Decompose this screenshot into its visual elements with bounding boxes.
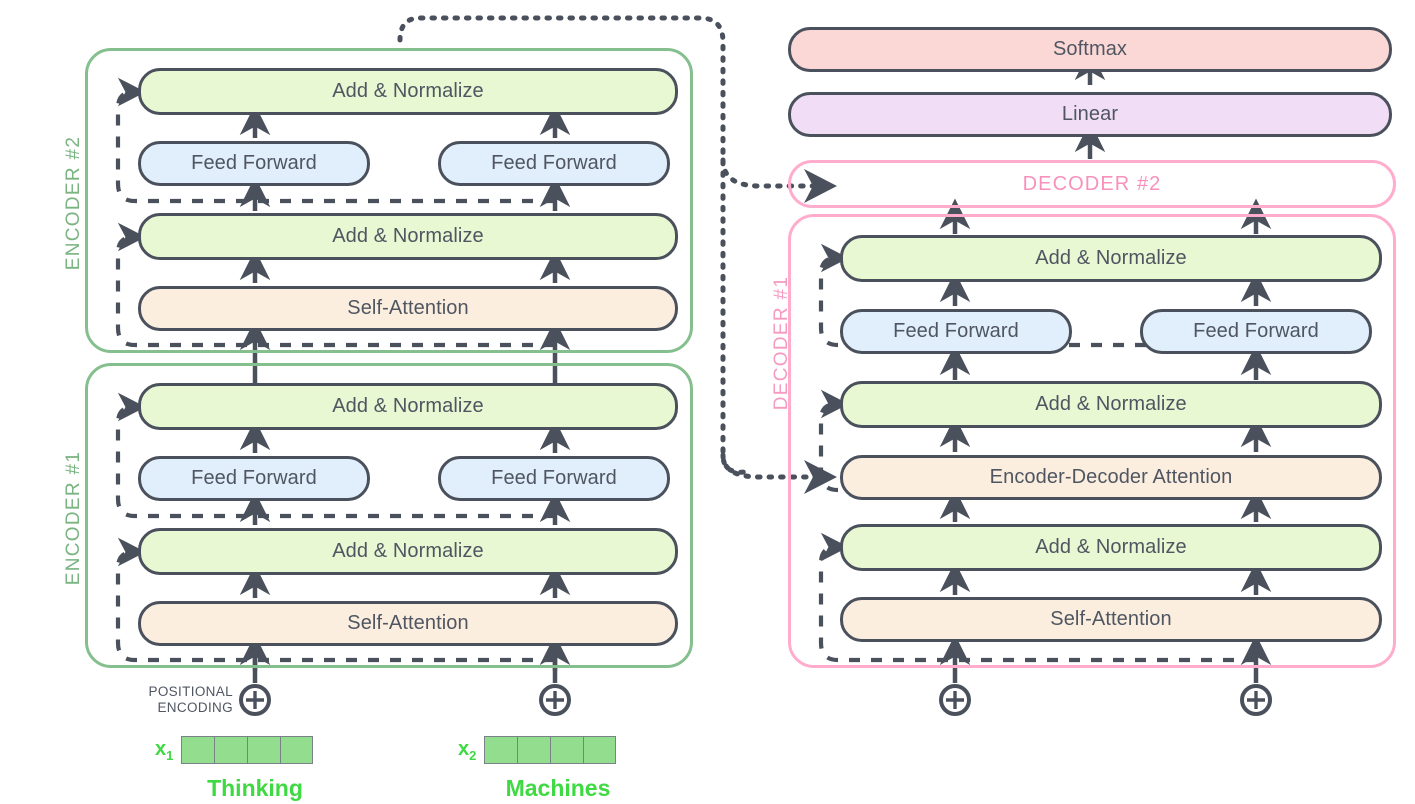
embedding-label-x2: x2 <box>458 737 477 763</box>
embedding-cell <box>280 736 314 764</box>
positional-encoding-adder <box>539 684 571 716</box>
decoder1-self-attention[interactable]: Self-Attention <box>840 597 1382 642</box>
encoder1-self-attention[interactable]: Self-Attention <box>138 601 678 646</box>
encoder-1-label: ENCODER #1 <box>63 450 84 586</box>
positional-encoding-adder <box>239 684 271 716</box>
embedding-cell <box>484 736 518 764</box>
embedding-cells-x2 <box>484 736 617 764</box>
embedding-cell <box>181 736 215 764</box>
encoder-block-2 <box>85 48 693 353</box>
encoder-block-1 <box>85 363 693 668</box>
decoder1-add-normalize-top[interactable]: Add & Normalize <box>840 235 1382 282</box>
positional-encoding-adder <box>1240 684 1272 716</box>
positional-encoding-line1: POSITIONAL <box>148 684 233 699</box>
embedding-cell <box>517 736 551 764</box>
decoder1-encoder-decoder-attention[interactable]: Encoder-Decoder Attention <box>840 455 1382 500</box>
embedding-row-token2: x2 <box>458 736 617 764</box>
encoder2-add-normalize-bottom[interactable]: Add & Normalize <box>138 213 678 260</box>
decoder-2-label: DECODER #2 <box>1022 173 1162 195</box>
positional-encoding-label: POSITIONAL ENCODING <box>138 684 233 715</box>
embedding-row-token1: x1 <box>155 736 314 764</box>
input-word-2: Machines <box>505 775 611 801</box>
positional-encoding-line2: ENCODING <box>157 699 233 715</box>
encoder2-feed-forward-left[interactable]: Feed Forward <box>138 141 370 186</box>
encoder1-feed-forward-left[interactable]: Feed Forward <box>138 456 370 501</box>
decoder1-add-normalize-mid[interactable]: Add & Normalize <box>840 381 1382 428</box>
decoder1-feed-forward-right[interactable]: Feed Forward <box>1140 309 1372 354</box>
embedding-cell <box>583 736 617 764</box>
encoder1-add-normalize-top[interactable]: Add & Normalize <box>138 383 678 430</box>
encoder1-add-normalize-bottom[interactable]: Add & Normalize <box>138 528 678 575</box>
softmax-layer[interactable]: Softmax <box>788 27 1392 72</box>
encoder-2-label: ENCODER #2 <box>63 135 84 271</box>
encoder2-add-normalize-top[interactable]: Add & Normalize <box>138 68 678 115</box>
decoder-1-label: DECODER #1 <box>771 275 792 411</box>
linear-layer[interactable]: Linear <box>788 92 1392 137</box>
embedding-cell <box>550 736 584 764</box>
input-word-1: Thinking <box>207 775 303 801</box>
encoder2-feed-forward-right[interactable]: Feed Forward <box>438 141 670 186</box>
decoder-block-2[interactable]: DECODER #2 <box>788 160 1396 208</box>
positional-encoding-adder <box>939 684 971 716</box>
decoder-block-1 <box>788 214 1396 668</box>
decoder1-add-normalize-bottom[interactable]: Add & Normalize <box>840 524 1382 571</box>
encoder2-self-attention[interactable]: Self-Attention <box>138 286 678 331</box>
embedding-cells-x1 <box>181 736 314 764</box>
embedding-cell <box>247 736 281 764</box>
decoder1-feed-forward-left[interactable]: Feed Forward <box>840 309 1072 354</box>
embedding-label-x1: x1 <box>155 737 174 763</box>
embedding-cell <box>214 736 248 764</box>
encoder1-feed-forward-right[interactable]: Feed Forward <box>438 456 670 501</box>
